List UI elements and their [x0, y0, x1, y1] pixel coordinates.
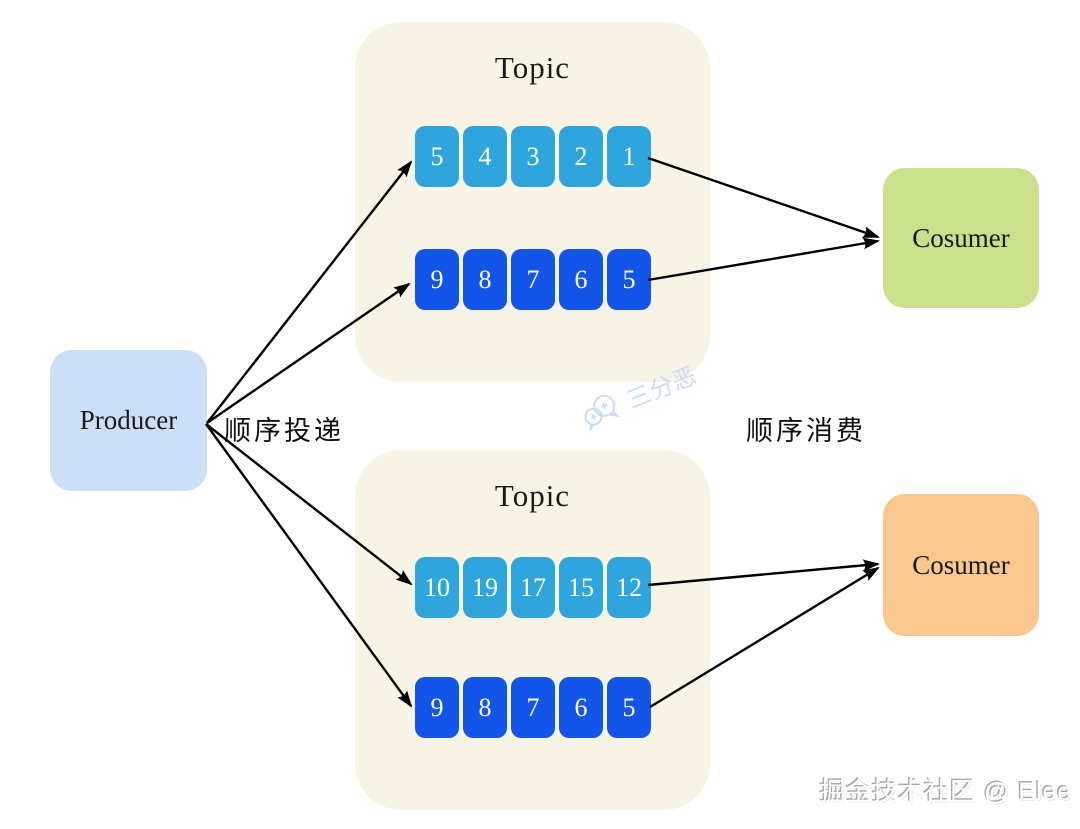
- topic-panel-bottom: Topic 10 19 17 15 12 9 8 7 6 5: [355, 450, 710, 810]
- label-ordered-consumption: 顺序消费: [746, 416, 866, 446]
- message-cell: 12: [607, 557, 651, 618]
- message-cell: 3: [511, 126, 555, 187]
- message-cell: 9: [415, 249, 459, 310]
- producer-label: Producer: [79, 405, 178, 435]
- message-cell: 7: [511, 677, 555, 738]
- partition-row: 9 8 7 6 5: [415, 249, 651, 310]
- partition-row: 5 4 3 2 1: [415, 126, 651, 187]
- wechat-icon: [584, 394, 620, 432]
- watermark: 三分恶: [575, 356, 700, 434]
- message-cell: 7: [511, 249, 555, 310]
- partition-row: 9 8 7 6 5: [415, 677, 651, 738]
- topic-title: Topic: [494, 50, 571, 85]
- message-cell: 8: [463, 677, 507, 738]
- consumer-label: Cosumer: [912, 549, 1010, 580]
- message-cell: 6: [559, 677, 603, 738]
- message-cell: 4: [463, 126, 507, 187]
- message-cell: 10: [415, 557, 459, 618]
- message-cell: 8: [463, 249, 507, 310]
- topic-title: Topic: [494, 478, 571, 513]
- message-cell: 5: [607, 677, 651, 738]
- message-cell: 19: [463, 557, 507, 618]
- message-cell: 1: [607, 126, 651, 187]
- topic-panel-top: Topic 5 4 3 2 1 9 8 7 6 5: [355, 22, 710, 382]
- message-cell: 17: [511, 557, 555, 618]
- consumer-node-bottom: Cosumer: [883, 494, 1039, 636]
- label-ordered-delivery: 顺序投递: [224, 416, 344, 446]
- consumer-label: Cosumer: [912, 222, 1010, 253]
- message-cell: 5: [607, 249, 651, 310]
- message-cell: 2: [559, 126, 603, 187]
- credit-watermark: 掘金技术社区 @ Elee: [820, 778, 1073, 806]
- message-cell: 5: [415, 126, 459, 187]
- message-cell: 15: [559, 557, 603, 618]
- consumer-node-top: Cosumer: [883, 168, 1039, 308]
- producer-node: Producer: [50, 350, 207, 491]
- partition-row: 10 19 17 15 12: [415, 557, 651, 618]
- message-cell: 6: [559, 249, 603, 310]
- message-cell: 9: [415, 677, 459, 738]
